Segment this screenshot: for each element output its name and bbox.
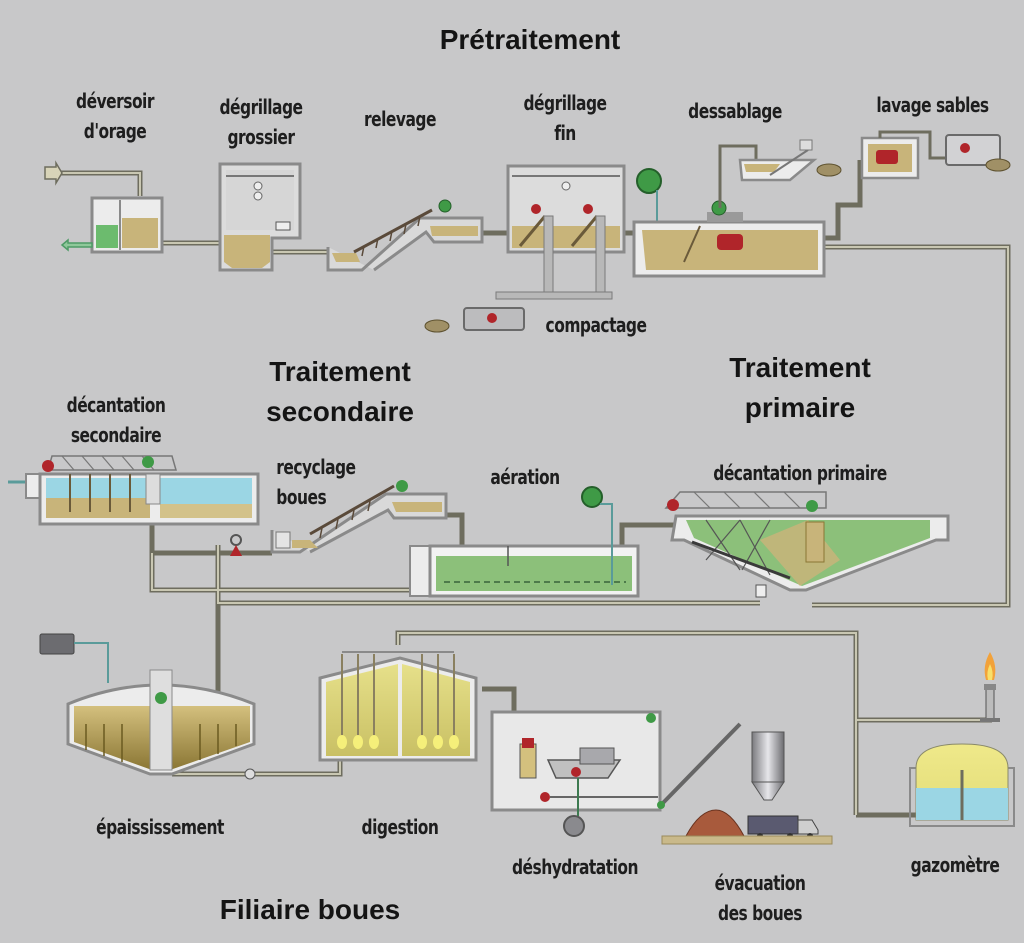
label-grit-removal: dessablage: [688, 99, 782, 123]
sludge-recycling-pump: [230, 534, 242, 556]
fine-screen-motor-2-icon: [583, 204, 593, 214]
label-sludge-recycling-line1: recyclage: [276, 455, 356, 479]
fine-screening-unit: [495, 164, 626, 300]
aeration-blower-icon: [581, 486, 603, 508]
label-sludge-recycling: recyclage boues: [276, 452, 356, 512]
thickener-motor-icon: [155, 692, 167, 704]
grit-removal-tank: [632, 139, 842, 278]
primary-drive-icon: [667, 499, 679, 511]
label-secondary-settling-line2: secondaire: [70, 423, 162, 447]
label-compaction: compactage: [545, 313, 647, 337]
overflow-outlet-arrow-icon: [44, 160, 63, 186]
label-sand-washing: lavage sables: [876, 93, 989, 117]
primary-settling-tank: [664, 491, 950, 598]
label-sludge-disposal-line2: des boues: [718, 901, 802, 925]
recycling-screw: [270, 480, 448, 554]
label-fine-screening-line1: dégrillage: [523, 91, 607, 115]
gasometer: [909, 743, 1015, 827]
section-title-primary-line1: Traitement: [729, 352, 871, 383]
label-fine-screening: dégrillage fin: [509, 88, 621, 148]
secondary-settling-tank: [8, 455, 260, 526]
lifting-screw: [326, 199, 484, 272]
secondary-drive-icon: [42, 460, 54, 472]
section-title-sludge: Filiaire boues: [219, 894, 401, 925]
label-coarse-screening: dégrillage grossier: [205, 92, 317, 152]
dewatering-unit: [490, 710, 662, 837]
label-digestion: digestion: [361, 815, 439, 839]
label-lifting: relevage: [364, 107, 436, 131]
dewatering-pump-icon: [563, 815, 585, 837]
storm-overflow-basin: [44, 160, 164, 254]
digester: [318, 651, 478, 762]
thickener-valve-icon: [244, 768, 256, 780]
label-primary-settling: décantation primaire: [713, 461, 887, 485]
label-gasometer: gazomètre: [910, 853, 1000, 877]
label-secondary-settling: décantation secondaire: [56, 390, 176, 450]
section-title-primary-line2: primaire: [744, 392, 856, 423]
sand-washer: [860, 130, 1011, 180]
aeration-basin: [409, 486, 640, 598]
label-coarse-screening-line1: dégrillage: [219, 95, 303, 119]
treated-water-outlet-arrow-icon: [60, 238, 93, 252]
label-secondary-settling-line1: décantation: [66, 393, 166, 417]
label-storm-overflow-line2: d'orage: [83, 119, 147, 143]
thickener: [39, 633, 256, 780]
fine-screen-motor-1-icon: [531, 204, 541, 214]
label-aeration: aération: [490, 465, 560, 489]
label-dewatering: déshydratation: [511, 855, 639, 879]
label-fine-screening-line2: fin: [554, 121, 576, 145]
gas-flare: [980, 652, 1000, 722]
label-sludge-disposal: évacuation des boues: [700, 868, 820, 928]
section-title-secondary-line1: Traitement: [269, 356, 411, 387]
section-title-secondary: Traitement secondaire: [230, 352, 450, 432]
recycling-motor-icon: [396, 480, 408, 492]
label-storm-overflow-line1: déversoir: [76, 89, 154, 113]
coarse-screening-unit: [218, 162, 302, 272]
section-title-pretreatment: Prétraitement: [439, 24, 621, 55]
label-storm-overflow: déversoir d'orage: [59, 86, 171, 146]
lifting-motor-icon: [438, 199, 452, 213]
label-sludge-disposal-line1: évacuation: [714, 871, 806, 895]
label-sludge-recycling-line2: boues: [276, 485, 327, 509]
section-title-primary: Traitement primaire: [690, 348, 910, 428]
primary-motor-icon: [806, 500, 818, 512]
label-coarse-screening-line2: grossier: [227, 125, 295, 149]
compactor: [424, 307, 525, 333]
blower-icon: [636, 168, 662, 194]
label-thickening: épaississement: [96, 815, 224, 839]
sludge-disposal: [657, 722, 833, 845]
section-title-secondary-line2: secondaire: [266, 396, 414, 427]
secondary-motor-icon: [142, 456, 154, 468]
